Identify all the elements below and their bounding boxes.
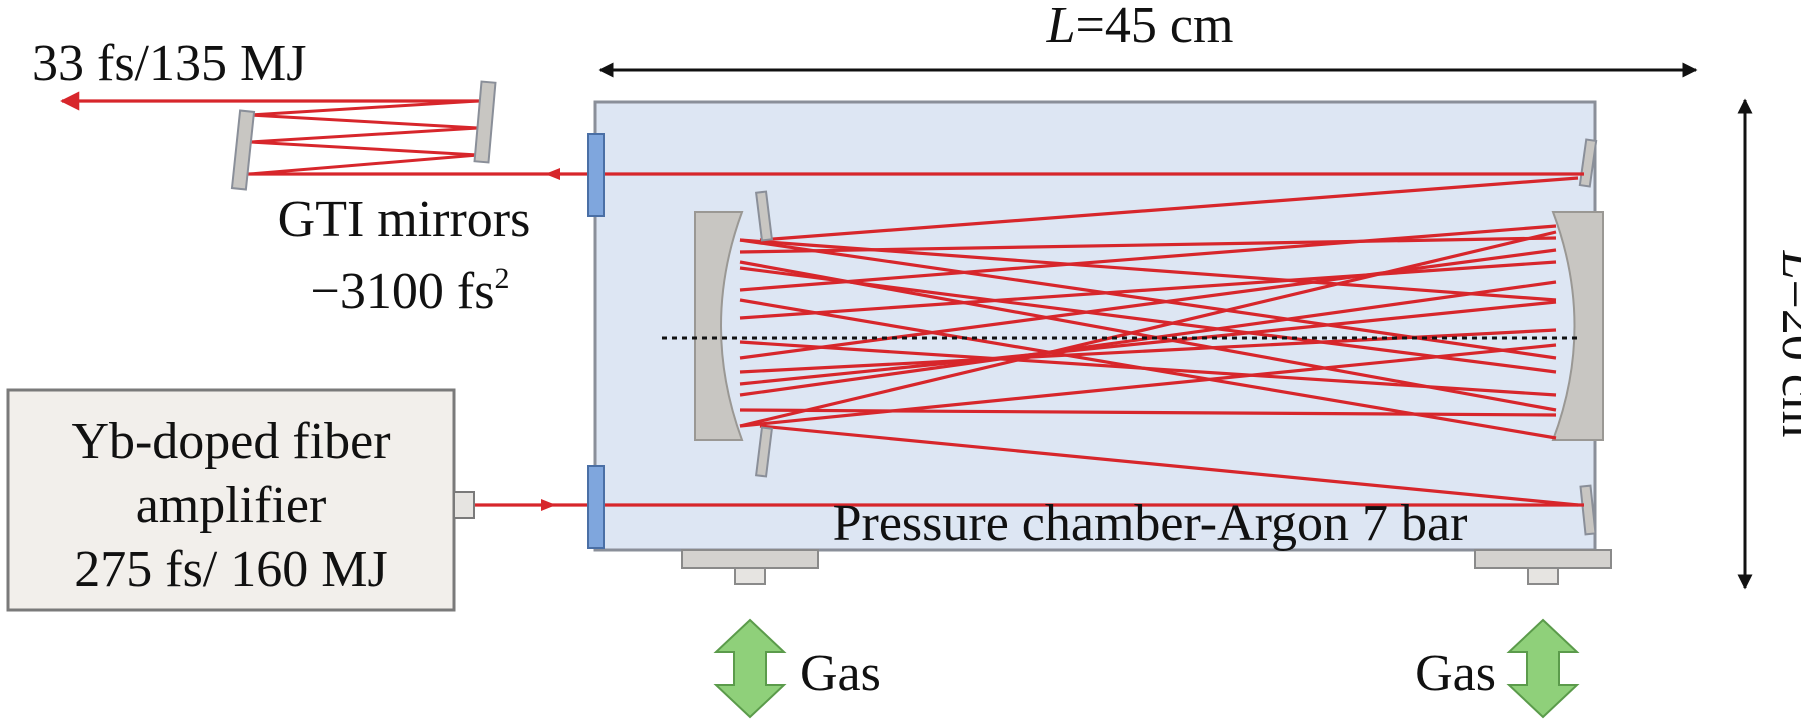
multipass-beams: [739, 176, 1579, 507]
gti-dispersion: −3100 fs: [311, 263, 495, 320]
amplifier-label-line1: Yb-doped fiber: [71, 413, 390, 470]
gti-beams: [249, 99, 479, 176]
gas-port-left-base: [681, 549, 819, 569]
flat-mirror-bottom-right: [1579, 484, 1597, 536]
output-pulse-label: 33 fs/135 MJ: [32, 35, 306, 92]
chamber-caption: Pressure chamber-Argon 7 bar: [833, 495, 1468, 552]
amplifier-label-line3: 275 fs/ 160 MJ: [74, 541, 387, 598]
gas-port-right-base: [1474, 549, 1612, 569]
curved-mirror-left: [694, 211, 744, 441]
gas-arrow-left-icon: [713, 618, 787, 719]
gas-port-right-stem: [1527, 567, 1559, 585]
window-bottom: [587, 465, 605, 549]
length-horizontal-label: L=45 cm: [1046, 0, 1234, 54]
length-vertical-label: L=20 cm: [1771, 250, 1801, 438]
curved-mirror-right: [1551, 211, 1604, 441]
amplifier-box: [6, 388, 456, 612]
gas-label-left: Gas: [800, 645, 881, 702]
length-vertical-value: =20 cm: [1771, 280, 1801, 438]
gti-mirror-right: [473, 80, 497, 164]
amplifier-output-port: [453, 491, 475, 519]
input-beam-arrow-icon: [541, 499, 556, 511]
gti-mirror-left: [230, 109, 256, 191]
length-vertical-symbol: L: [1771, 250, 1801, 280]
gas-arrow-right-icon: [1506, 618, 1580, 719]
amplifier-label-line2: amplifier: [136, 477, 327, 534]
window-top: [587, 133, 605, 217]
flat-mirror-bottom-inner: [754, 426, 774, 478]
flat-mirror-top-inner: [754, 190, 774, 242]
gti-dispersion-superscript: 2: [494, 262, 509, 295]
gas-label-right: Gas: [1415, 645, 1496, 702]
gti-label-line2: −3100 fs2: [311, 262, 510, 320]
gas-port-left-stem: [734, 567, 766, 585]
output-beam-arrow-icon: [545, 168, 560, 180]
length-value: =45 cm: [1076, 0, 1234, 54]
length-symbol: L: [1046, 0, 1076, 54]
gti-label-line1: GTI mirrors: [278, 191, 531, 248]
